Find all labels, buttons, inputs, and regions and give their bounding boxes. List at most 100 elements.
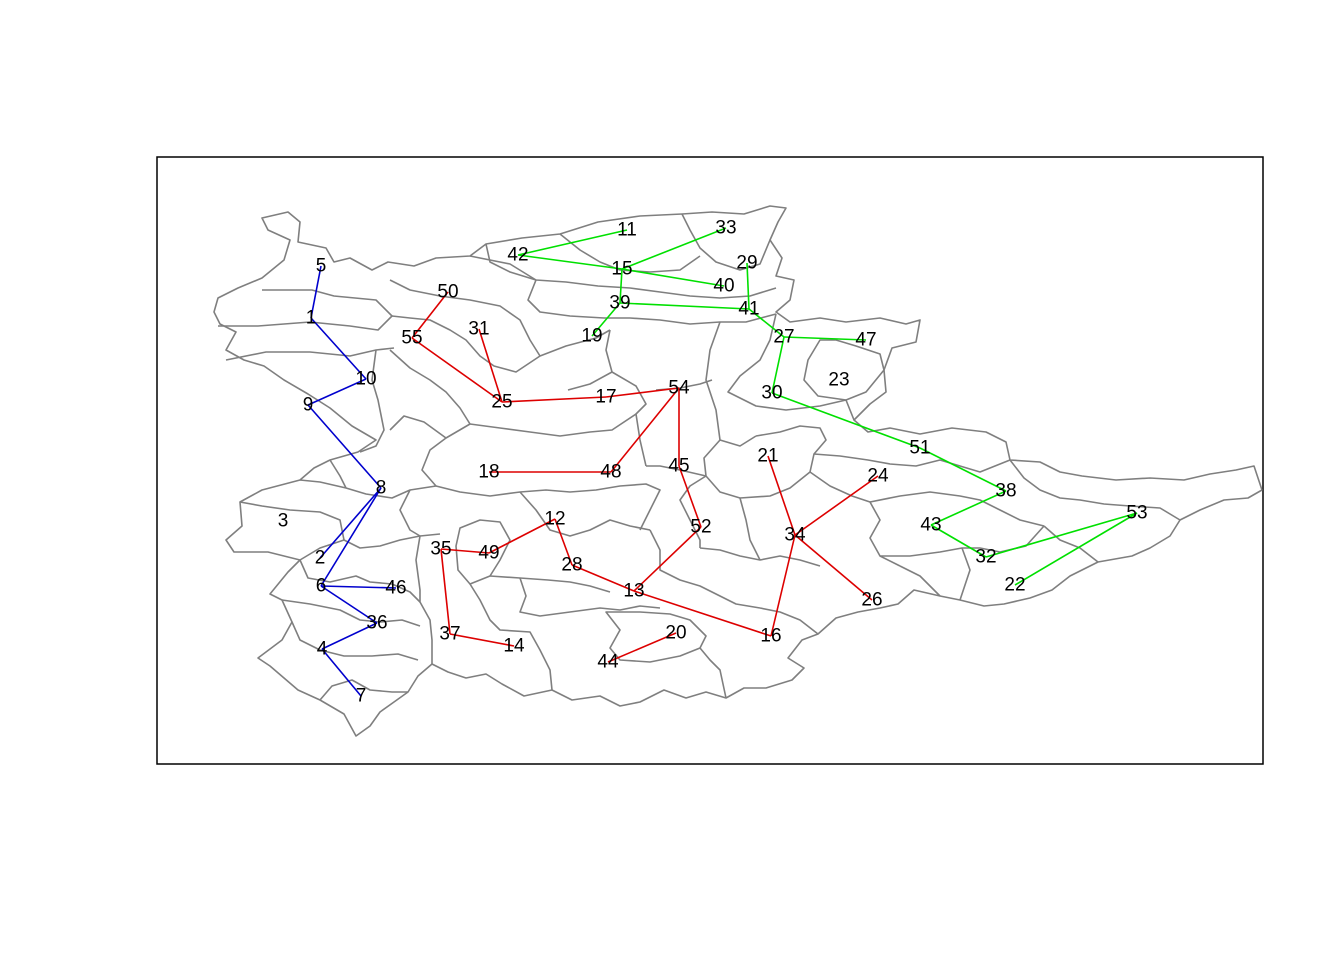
edge-42-11 [517, 229, 628, 256]
edge-6-36 [320, 585, 378, 624]
node-label-30: 30 [761, 383, 782, 404]
edge-20-44 [607, 632, 677, 663]
node-label-28: 28 [561, 555, 582, 576]
node-label-6: 6 [316, 576, 327, 597]
node-label-43: 43 [920, 515, 941, 536]
edge-51-38 [919, 447, 1007, 492]
node-label-45: 45 [668, 456, 689, 477]
district-boundaries [213, 205, 1263, 737]
node-label-32: 32 [975, 547, 996, 568]
node-label-2: 2 [315, 548, 326, 569]
node-label-24: 24 [867, 466, 889, 487]
cluster-edges [307, 227, 1138, 697]
node-label-51: 51 [909, 438, 930, 459]
edge-27-30 [771, 336, 785, 394]
edge-43-32 [930, 524, 987, 558]
edge-32-53 [985, 512, 1138, 558]
edge-27-47 [783, 336, 867, 341]
edge-12-49 [488, 518, 556, 554]
node-label-27: 27 [773, 327, 794, 348]
node-label-21: 21 [757, 446, 778, 467]
node-label-44: 44 [597, 652, 619, 673]
edge-37-14 [449, 633, 515, 647]
edge-35-37 [440, 548, 451, 635]
node-label-7: 7 [356, 686, 367, 707]
edge-39-41 [619, 302, 750, 310]
node-label-54: 54 [668, 378, 690, 399]
edge-28-12 [554, 518, 573, 566]
node-label-38: 38 [995, 481, 1016, 502]
edge-49-35 [440, 548, 490, 554]
edge-17-54 [605, 387, 680, 398]
node-label-29: 29 [736, 253, 757, 274]
node-label-1: 1 [306, 308, 317, 329]
node-label-42: 42 [507, 245, 528, 266]
edge-50-55 [411, 291, 449, 339]
edge-1-10 [310, 317, 367, 380]
edge-34-24 [794, 475, 879, 536]
edge-5-1 [310, 265, 322, 319]
node-label-18: 18 [478, 462, 499, 483]
edge-34-26 [794, 534, 873, 601]
edge-15-39 [619, 268, 623, 304]
node-label-15: 15 [611, 259, 632, 280]
edge-25-17 [501, 396, 607, 403]
edge-30-51 [771, 392, 921, 449]
node-label-5: 5 [316, 256, 327, 277]
node-label-39: 39 [609, 293, 630, 314]
node-label-40: 40 [713, 276, 734, 297]
node-label-48: 48 [600, 462, 621, 483]
node-label-4: 4 [317, 639, 328, 660]
edge-9-8 [307, 404, 382, 489]
node-label-34: 34 [784, 525, 806, 546]
edge-45-52 [678, 465, 702, 528]
edge-55-25 [411, 337, 503, 403]
node-label-46: 46 [385, 578, 406, 599]
plot-frame [156, 156, 1264, 765]
node-label-25: 25 [491, 392, 512, 413]
edge-31-25 [478, 328, 503, 403]
edge-16-34 [770, 534, 796, 637]
node-label-31: 31 [468, 319, 489, 340]
edge-53-22 [1014, 512, 1138, 586]
edge-15-33 [621, 227, 727, 270]
node-label-10: 10 [355, 369, 376, 390]
node-label-17: 17 [595, 387, 616, 408]
node-label-14: 14 [503, 636, 525, 657]
node-label-13: 13 [623, 581, 644, 602]
node-label-12: 12 [544, 509, 565, 530]
edge-41-27 [748, 308, 785, 338]
node-label-49: 49 [478, 543, 499, 564]
node-label-35: 35 [430, 539, 451, 560]
node-label-55: 55 [401, 328, 422, 349]
node-label-33: 33 [715, 218, 736, 239]
edge-34-21 [767, 455, 796, 536]
edge-39-19 [591, 302, 621, 337]
edge-10-9 [307, 378, 367, 406]
node-label-41: 41 [738, 299, 759, 320]
node-label-3: 3 [278, 511, 289, 532]
edge-52-13 [633, 526, 702, 592]
node-label-53: 53 [1126, 503, 1147, 524]
node-label-36: 36 [366, 613, 387, 634]
node-label-26: 26 [861, 590, 882, 611]
edge-38-43 [930, 490, 1007, 526]
node-label-9: 9 [303, 395, 314, 416]
node-label-37: 37 [439, 624, 460, 645]
edge-8-2 [319, 487, 382, 559]
edge-54-48 [610, 387, 680, 473]
edge-15-40 [621, 268, 725, 287]
edge-13-28 [571, 564, 635, 592]
node-label-20: 20 [665, 623, 686, 644]
edge-8-6 [320, 487, 382, 587]
edge-6-46 [320, 585, 397, 589]
node-label-50: 50 [437, 282, 458, 303]
edge-42-15 [517, 254, 623, 270]
edge-36-4 [321, 622, 378, 650]
edge-4-7 [321, 648, 362, 697]
edge-13-16 [633, 590, 772, 637]
node-label-16: 16 [760, 626, 781, 647]
node-label-11: 11 [617, 220, 637, 241]
node-label-52: 52 [690, 517, 711, 538]
